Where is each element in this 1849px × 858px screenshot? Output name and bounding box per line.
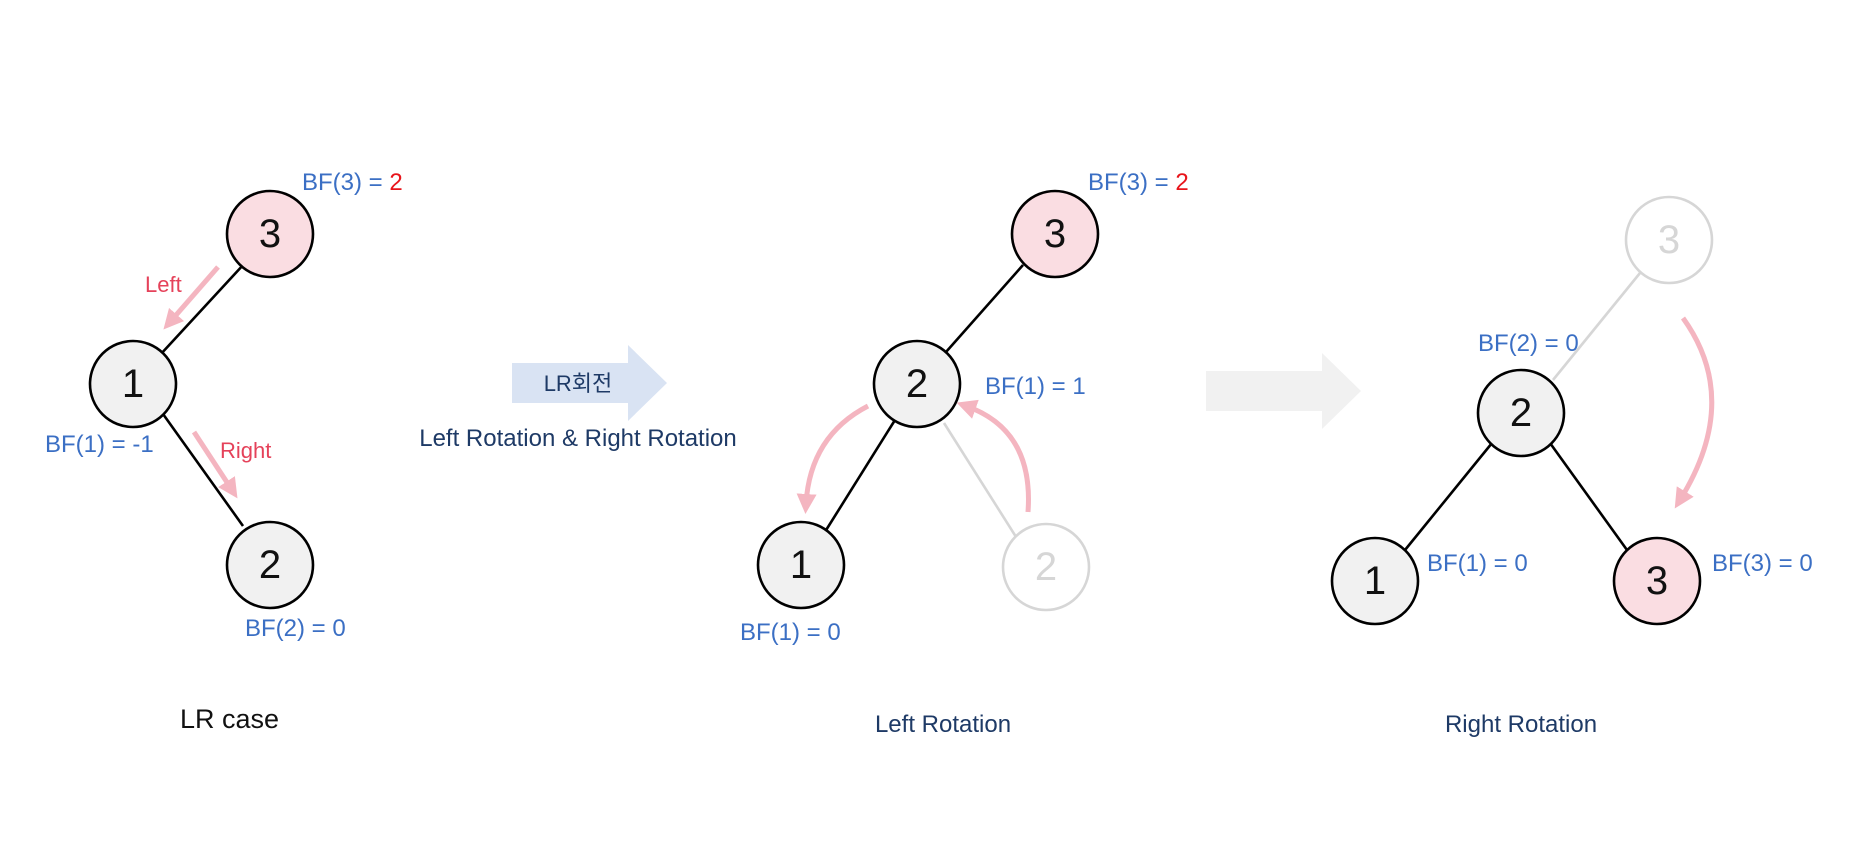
node-2: 2	[872, 339, 962, 429]
edge-2-1	[1403, 442, 1494, 551]
bf3-label: BF(3) = 0	[1712, 550, 1813, 577]
node-3: 3	[1010, 189, 1100, 279]
node-3-label: 3	[1044, 212, 1066, 256]
ghost-node-3-label: 3	[1658, 218, 1680, 262]
gray-transition-arrow	[1206, 353, 1361, 429]
node-1: 1	[1330, 536, 1420, 626]
node-2-label: 2	[1510, 391, 1532, 435]
bf1-mid-label: BF(1) = 1	[985, 373, 1086, 400]
bf3-label: BF(3) = 2	[1088, 169, 1189, 196]
node-3: 3	[1612, 536, 1702, 626]
ghost-node-3: 3	[1624, 195, 1714, 285]
bf1-bottom-label: BF(1) = 0	[740, 619, 841, 646]
node-1: 1	[756, 520, 846, 610]
edge-3-1	[159, 263, 245, 356]
node-1-label: 1	[790, 543, 812, 587]
bf1-label: BF(1) = 0	[1427, 550, 1528, 577]
caption-left-rotation: Left Rotation	[875, 711, 1011, 738]
node-3: 3	[225, 189, 315, 279]
arrow-block-blue	[512, 345, 667, 421]
lr-rotation-badge: LR회전	[544, 371, 613, 396]
node-1-label: 1	[122, 362, 144, 406]
panel-left-rotation: 2 3 2 1 BF(3) = 2 BF(1) = 1 BF(1) = 0 Le…	[740, 169, 1189, 738]
bf2-label: BF(2) = 0	[245, 615, 346, 642]
edge-1-2	[161, 413, 245, 527]
panel-right-rotation: 3 2 1 3 BF(2) = 0 BF(1) = 0 BF(3) = 0 Ri…	[1330, 195, 1813, 738]
bf3-value: 2	[1175, 169, 1188, 196]
node-2: 2	[1476, 368, 1566, 458]
rotate-up-arrow	[956, 399, 1031, 513]
bf2-label: BF(2) = 0	[1478, 330, 1579, 357]
right-label: Right	[220, 438, 271, 463]
node-1-label: 1	[1364, 559, 1386, 603]
rotate-down-arrow	[1674, 316, 1715, 509]
ghost-node-2: 2	[1001, 522, 1091, 612]
node-1: 1	[88, 339, 178, 429]
bf3-value: 2	[389, 169, 402, 196]
bf1-label: BF(1) = -1	[45, 431, 154, 458]
edge-2-1	[821, 419, 897, 536]
ghost-node-2-label: 2	[1035, 545, 1057, 589]
transition-description: Left Rotation & Right Rotation	[419, 425, 737, 452]
node-3-label: 3	[259, 212, 281, 256]
node-2: 2	[225, 520, 315, 610]
bf3-label: BF(3) = 2	[302, 169, 403, 196]
node-2-label: 2	[259, 543, 281, 587]
transition-lr-rotation: LR회전 Left Rotation & Right Rotation	[419, 345, 737, 452]
edge-2-3	[1548, 442, 1629, 551]
left-direction-arrow	[163, 265, 220, 330]
right-direction-arrow	[191, 430, 238, 499]
ghost-edge-3-2	[1551, 272, 1642, 381]
node-2-label: 2	[906, 362, 928, 406]
ghost-edge-2-2	[942, 422, 1020, 541]
caption-lr-case: LR case	[180, 704, 279, 734]
node-3-label: 3	[1646, 559, 1668, 603]
rotate-left-arrow	[796, 403, 870, 514]
left-label: Left	[145, 272, 182, 297]
caption-right-rotation: Right Rotation	[1445, 711, 1597, 738]
edge-3-2	[945, 264, 1024, 353]
panel-lr-case: 3 1 2 BF(3) = 2 BF(1) = -1 BF(2) = 0 Lef…	[45, 169, 403, 734]
